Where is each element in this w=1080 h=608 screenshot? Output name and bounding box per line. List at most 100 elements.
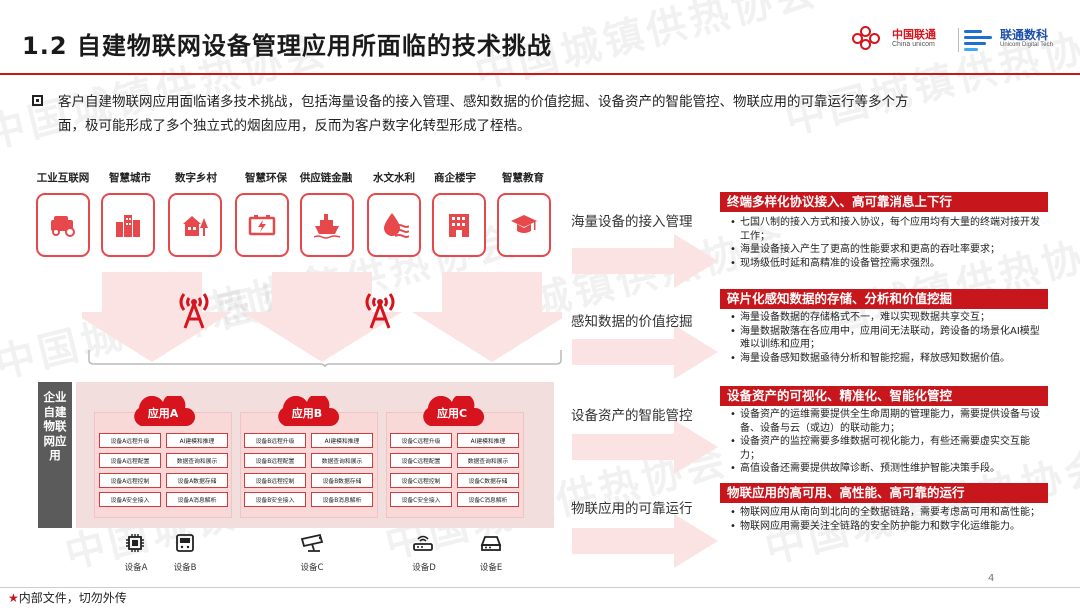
challenge-label: 感知数据的价值挖掘 — [571, 314, 693, 330]
digital-name-cn: 联通数科 — [1000, 27, 1049, 42]
challenge-label: 海量设备的接入管理 — [571, 214, 693, 230]
digital-stripes-icon — [964, 26, 994, 52]
square-bullet-icon — [32, 95, 43, 106]
challenge-point: 七国八制的接入方式和接入协议，每个应用均有大量的终端对接开发工作； — [728, 216, 1046, 243]
industry-label: 供应链金融 — [299, 172, 353, 184]
challenge-label: 设备资产的智能管控 — [571, 408, 693, 424]
unicom-knot-icon — [852, 26, 886, 52]
challenge-point: 物联网应用从南向到北向的全数据链路，需要考虑高可用和高性能； — [728, 506, 1046, 520]
challenge-point: 海量设备感知数据亟待分析和智能挖掘，释放感知数据价值。 — [728, 352, 1046, 366]
graduation-cap-icon — [511, 215, 537, 233]
function-cell: 数据查询和展示 — [166, 453, 228, 468]
car-icon — [51, 216, 75, 237]
intro-line-2: 面，极可能形成了多个独立式的烟囱应用，反而为客户数字化转型形成了桎梏。 — [58, 118, 531, 134]
intro-paragraph: 客户自建物联网应用面临诸多技术挑战，包括海量设备的接入管理、感知数据的价值挖掘、… — [32, 90, 1062, 138]
cloud-icon — [423, 396, 484, 426]
function-cell: AI建模和推理 — [311, 433, 373, 448]
right-arrow-icon — [572, 514, 718, 568]
function-cell: 设备C远程升级 — [390, 433, 452, 448]
function-cell: 设备C数据存储 — [457, 473, 519, 488]
device-label: 设备C — [300, 563, 324, 573]
challenge-point: 海量设备接入产生了更高的性能要求和更高的吞吐率要求； — [728, 243, 1046, 257]
challenge-points: 七国八制的接入方式和接入协议，每个应用均有大量的终端对接开发工作； 海量设备接入… — [728, 216, 1046, 270]
slide-title: 1.2 自建物联网设备管理应用所面临的技术挑战 — [22, 32, 552, 60]
industry-icon-tile — [432, 193, 486, 257]
unicom-name-en: China unicom — [892, 41, 935, 49]
device-label: 设备A — [124, 563, 148, 573]
city-buildings-icon — [116, 215, 140, 237]
logo-divider — [958, 28, 959, 52]
cloud-icon — [278, 396, 339, 426]
function-cell: 设备B消息解析 — [311, 492, 373, 507]
function-cell: 设备B数据存储 — [311, 473, 373, 488]
right-arrow-icon — [572, 325, 718, 379]
function-cell: 设备B远程升级 — [244, 433, 306, 448]
industry-label: 智慧教育 — [502, 172, 544, 184]
village-house-icon — [183, 216, 208, 236]
app-name: 应用B — [291, 407, 323, 420]
function-cell: 设备A数据存储 — [166, 473, 228, 488]
challenge-points: 海量设备数据的存储格式不一，难以实现数据共享交互； 海量数据散落在各应用中，应用… — [728, 311, 1046, 365]
function-cell: 设备A远程升级 — [99, 433, 161, 448]
industry-icon-tile — [36, 193, 90, 257]
battery-icon — [248, 215, 276, 236]
down-flow-arrows — [82, 272, 562, 362]
industry-icon-tile — [367, 193, 421, 257]
water-drop-icon — [384, 213, 409, 238]
function-cell: 设备C消息解析 — [457, 492, 519, 507]
industry-label: 数字乡村 — [175, 172, 217, 184]
function-cell: 设备B安全接入 — [244, 492, 306, 507]
grouping-brace — [88, 350, 562, 368]
challenge-heading: 碎片化感知数据的存储、分析和价值挖掘 — [720, 289, 1048, 309]
challenge-point: 海量设备数据的存储格式不一，难以实现数据共享交互； — [728, 311, 1046, 325]
chip-icon — [126, 534, 144, 552]
confidential-text: 内部文件，切勿外传 — [18, 591, 127, 605]
challenge-point: 海量数据散落在各应用中，应用间无法联动，跨设备的场景化AI模型难以训练和应用； — [728, 325, 1046, 352]
title-divider — [0, 73, 1080, 75]
camera-icon — [300, 533, 324, 552]
unicom-name-cn: 中国联通 — [892, 28, 936, 42]
challenge-point: 设备资产的运维需要提供全生命周期的管理能力，需要提供设备与设备、设备与云（或边）… — [728, 408, 1046, 435]
industry-label: 智慧环保 — [245, 172, 287, 184]
function-cell: 设备C远程控制 — [390, 473, 452, 488]
right-arrow-icon — [572, 420, 718, 474]
function-cell: 设备A远程控制 — [99, 473, 161, 488]
industry-label: 水文水利 — [373, 172, 415, 184]
industry-icon-tile — [101, 193, 155, 257]
function-cell: 设备A消息解析 — [166, 492, 228, 507]
challenge-points: 物联网应用从南向到北向的全数据链路，需要考虑高可用和高性能； 物联网应用需要关注… — [728, 506, 1046, 533]
meter-icon — [176, 534, 194, 552]
signal-tower-icon — [179, 293, 209, 329]
industry-icon-tile — [235, 193, 289, 257]
function-cell: AI建模和推理 — [166, 433, 228, 448]
ship-icon — [313, 214, 341, 239]
device-label: 设备B — [173, 563, 197, 573]
digital-name-en: Unicom Digital Tech — [1000, 42, 1053, 49]
challenge-label: 物联应用的可靠运行 — [571, 501, 693, 517]
device-label: 设备E — [479, 563, 503, 573]
function-cell: 设备A安全接入 — [99, 492, 161, 507]
challenge-points: 设备资产的运维需要提供全生命周期的管理能力，需要提供设备与设备、设备与云（或边）… — [728, 408, 1046, 476]
right-arrow-icon — [572, 234, 718, 288]
industry-label: 工业互联网 — [36, 172, 90, 184]
enterprise-apps-label: 企业自建物联网应用 — [38, 382, 72, 528]
challenge-heading: 设备资产的可视化、精准化、智能化管控 — [720, 386, 1048, 406]
industry-label: 商企楼宇 — [434, 172, 476, 184]
industry-icon-tile — [168, 193, 222, 257]
router-icon — [413, 535, 433, 551]
page-number: 4 — [988, 573, 995, 584]
footer-divider — [0, 587, 1080, 588]
function-cell: 设备B远程配置 — [244, 453, 306, 468]
function-cell: 设备B远程控制 — [244, 473, 306, 488]
unicom-digital-logo: 联通数科 Unicom Digital Tech — [964, 26, 1053, 52]
office-building-icon — [449, 214, 469, 237]
challenge-heading: 物联应用的高可用、高性能、高可靠的运行 — [720, 483, 1048, 503]
challenge-point: 物联网应用需要关注全链路的安全防护能力和数字化运维能力。 — [728, 520, 1046, 534]
app-name: 应用A — [147, 407, 179, 420]
app-name: 应用C — [436, 407, 468, 420]
cloud-icon — [134, 396, 195, 426]
challenge-heading: 终端多样化协议接入、高可靠消息上下行 — [720, 192, 1048, 212]
challenge-point: 现场级低时延和高精准的设备管控需求强烈。 — [728, 257, 1046, 271]
gateway-icon — [480, 536, 502, 551]
industry-icon-tile — [300, 193, 354, 257]
